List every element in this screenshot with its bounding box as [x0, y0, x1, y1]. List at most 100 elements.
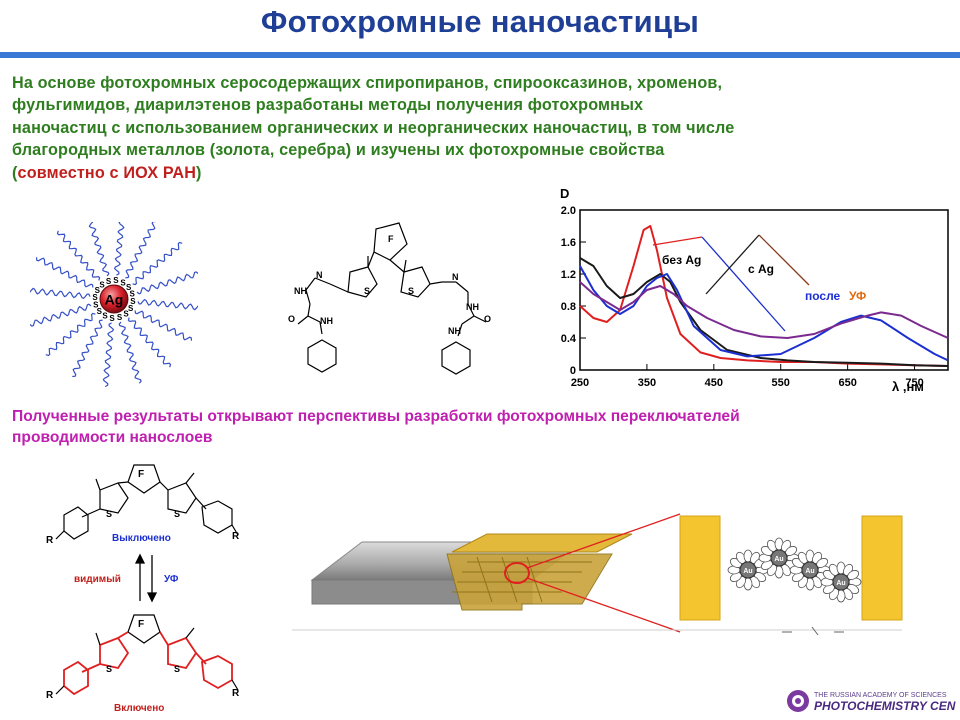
- alkyl-chain: [113, 222, 125, 276]
- r-label: R: [46, 690, 54, 701]
- closed-form-conjugated-bonds: [63, 631, 233, 696]
- au-label: Au: [836, 580, 845, 587]
- plot-area: [579, 209, 949, 371]
- y-tick-label: 0.8: [561, 301, 576, 313]
- s-atom-label: S: [95, 286, 101, 295]
- y-tick-label: 1.2: [561, 269, 576, 281]
- s-atom-label: S: [92, 293, 98, 302]
- molecule-atom-labels: F S S N N NH NH O O NH NH: [288, 234, 491, 336]
- alkyl-chain: [134, 310, 193, 341]
- s-atom-label: S: [130, 297, 136, 306]
- intro-line: фульгимидов, диарилэтенов разработаны ме…: [12, 96, 644, 115]
- alkyl-chain: [102, 322, 115, 388]
- alkyl-chain: [30, 287, 91, 300]
- au-label: Au: [805, 568, 814, 575]
- annotation-with-ag: с Ag: [748, 262, 774, 276]
- y-tick-label: 1.6: [561, 237, 576, 249]
- bridge-marks: [782, 626, 844, 636]
- annotation-after: после: [805, 289, 841, 303]
- alkyl-chain: [132, 241, 183, 286]
- annotation-uv: УФ: [849, 289, 866, 303]
- zoom-circle: [504, 562, 530, 584]
- result-line: Полученные результаты открывают перспект…: [12, 408, 740, 425]
- alkyl-chain: [72, 319, 103, 378]
- thiophene-s-label: S: [408, 286, 414, 296]
- y-axis-label: D: [560, 186, 569, 201]
- y-tick-label: 0: [570, 365, 576, 377]
- nh-label: NH: [448, 326, 461, 336]
- alkyl-chain: [127, 317, 172, 368]
- chart-ticks: 0 0.4 0.8 1.2 1.6 2.0 250 350 450 550 650 750: [561, 205, 924, 389]
- alkyl-chain: [30, 303, 92, 327]
- alkyl-chain: [137, 298, 198, 311]
- photoswitch-scheme: F S S R R Выключено видимый УФ F S S R R…: [46, 464, 240, 714]
- s-atom-label: S: [109, 314, 115, 323]
- nh-label: NH: [320, 316, 333, 326]
- logo-line1: THE RUSSIAN ACADEMY OF SCIENCES: [814, 692, 947, 699]
- au-core: [739, 561, 757, 579]
- o-label: O: [288, 314, 295, 324]
- r-label: R: [46, 535, 54, 546]
- s-atom-label: S: [106, 277, 112, 286]
- electrode-left: [679, 515, 721, 621]
- au-core: [770, 549, 788, 567]
- alkyl-chain: [35, 257, 94, 288]
- closed-form-bonds: [127, 614, 161, 644]
- s-atom-label: S: [93, 301, 99, 310]
- s-atom-label: S: [126, 283, 132, 292]
- s-atom-label: S: [120, 278, 126, 287]
- ring-label: F: [138, 469, 144, 480]
- uv-label: УФ: [164, 574, 179, 585]
- intro-line-credit: (совместно с ИОХ РАН): [12, 162, 952, 184]
- annotation-pointers: [652, 234, 810, 332]
- y-tick-label: 2.0: [561, 205, 576, 217]
- x-tick-label: 250: [571, 377, 589, 389]
- intro-line: На основе фотохромных серосодержащих спи…: [12, 74, 723, 92]
- paren-open: (: [12, 163, 18, 182]
- x-tick-label: 450: [705, 377, 723, 389]
- s-label: S: [174, 509, 180, 519]
- n-label: N: [452, 272, 459, 282]
- s-atom-label: S: [123, 310, 129, 319]
- n-label: N: [316, 270, 323, 280]
- x-tick-label: 650: [838, 377, 856, 389]
- photochemistry-center-logo: THE RUSSIAN ACADEMY OF SCIENCES PHOTOCHE…: [787, 690, 956, 713]
- s-label: S: [174, 664, 180, 674]
- molecule-bonds: [297, 222, 487, 375]
- x-tick-label: 550: [772, 377, 790, 389]
- x-tick-label: 750: [905, 377, 923, 389]
- zoom-line: [526, 577, 681, 633]
- title-underline: [0, 52, 960, 58]
- result-line: проводимости нанослоев: [12, 429, 213, 446]
- nh-label: NH: [466, 302, 479, 312]
- y-tick-label: 0.4: [561, 333, 577, 345]
- s-atom-label: S: [113, 276, 119, 285]
- au-core: [832, 573, 850, 591]
- collaboration-note: совместно с ИОХ РАН: [17, 163, 197, 182]
- logo-line2: PHOTOCHEMISTRY CENTER: [814, 699, 956, 713]
- thiol-chains: [30, 222, 198, 388]
- state-on-label: Включено: [114, 703, 164, 714]
- switch-arrows: [134, 553, 158, 603]
- s-atom-label: S: [97, 307, 103, 316]
- results-paragraph: Полученные результаты открывают перспект…: [12, 406, 952, 448]
- diarylethene-molecule: F S S N N NH NH O O NH NH: [288, 222, 491, 375]
- series-line-3: [579, 281, 949, 339]
- ag-core: [99, 284, 129, 314]
- s-label: S: [106, 509, 112, 519]
- series-line-2: [579, 265, 949, 362]
- chart-series: [579, 225, 949, 367]
- slide-title: Фотохромные наночастицы: [260, 4, 700, 39]
- alkyl-chain: [56, 230, 101, 281]
- r-label: R: [232, 688, 240, 699]
- visible-light-label: видимый: [74, 574, 121, 585]
- s-atom-label: S: [130, 290, 136, 299]
- r-label: R: [232, 531, 240, 542]
- au-label: Au: [774, 556, 783, 563]
- x-tick-label: 350: [638, 377, 656, 389]
